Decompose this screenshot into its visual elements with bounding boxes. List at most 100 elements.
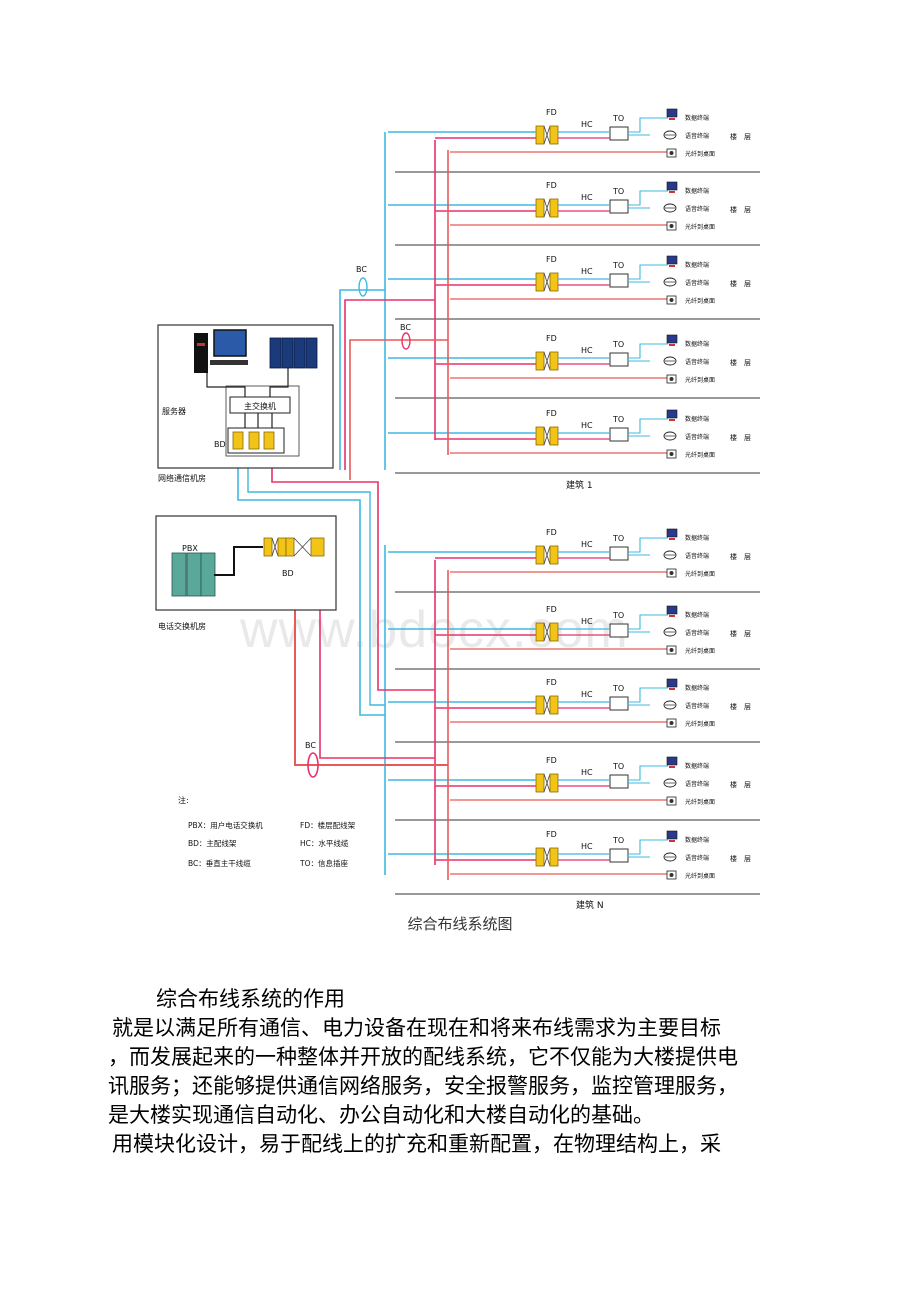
voice-terminal-label: 语音终端: [685, 702, 709, 710]
floor-label: 楼 层: [730, 358, 751, 367]
fd-panel: [535, 773, 559, 793]
main-switch-box: [229, 396, 291, 414]
bc-label: BC: [305, 741, 316, 750]
data-terminal-icon: [666, 108, 678, 121]
data-terminal-label: 数据终端: [685, 340, 709, 348]
rack-to-switch: [269, 368, 289, 397]
data-terminal-icon: [666, 678, 678, 691]
bc-label: BC: [356, 265, 367, 274]
fiber-desk-label: 光纤到桌面: [685, 297, 715, 305]
fiber-outlet-icon: [666, 568, 677, 578]
voice-terminal-icon: [663, 627, 677, 637]
voice-terminal-icon: [663, 852, 677, 862]
bc-label: BC: [400, 323, 411, 332]
voice-terminal-icon: [663, 130, 677, 140]
fd-panel: [535, 847, 559, 867]
fd-panel: [535, 125, 559, 145]
to-data-link: [628, 537, 668, 553]
fiber-outlet-icon: [666, 645, 677, 655]
to-outlet-box: [609, 774, 629, 789]
data-terminal-label: 数据终端: [685, 415, 709, 423]
data-terminal-label: 数据终端: [685, 836, 709, 844]
server-rack-unit: [293, 337, 306, 369]
hc-label: HC: [581, 267, 593, 276]
fiber-desk-label: 光纤到桌面: [685, 570, 715, 578]
server-rack-unit: [281, 337, 294, 369]
hc-label: HC: [581, 617, 593, 626]
pbx-unit: [200, 552, 216, 597]
switch-to-bd: [244, 413, 273, 428]
building-n-label: 建筑 N: [576, 899, 604, 911]
data-terminal-label: 数据终端: [685, 611, 709, 619]
fiber-outlet-icon: [666, 718, 677, 728]
voice-terminal-icon: [663, 778, 677, 788]
hc-label: HC: [581, 193, 593, 202]
bd-cross: [293, 537, 312, 557]
fiber-outlet-icon: [666, 870, 677, 880]
paragraph-line: 讯服务；还能够提供通信网络服务，安全报警服务，监控管理服务，: [108, 1074, 738, 1098]
data-terminal-icon: [666, 756, 678, 769]
fiber-outlet-icon: [666, 449, 677, 459]
voice-terminal-label: 语音终端: [685, 132, 709, 140]
fiber-desk-label: 光纤到桌面: [685, 872, 715, 880]
to-data-link: [628, 190, 668, 206]
switch-enclosure: [225, 385, 300, 457]
voice-terminal-icon: [663, 431, 677, 441]
data-terminal-icon: [666, 605, 678, 618]
bd-panel: [232, 431, 244, 450]
to-data-link: [628, 839, 668, 855]
fd-label: FD: [546, 108, 557, 117]
to-label: TO: [612, 534, 624, 543]
bc-data-to-building1: [339, 289, 385, 470]
fiber-desk-label: 光纤到桌面: [685, 720, 715, 728]
server-rack-unit: [305, 337, 318, 369]
voice-terminal-label: 语音终端: [685, 854, 709, 862]
bc-ring-1: [358, 277, 368, 297]
fiber-desk-label: 光纤到桌面: [685, 798, 715, 806]
hc-label: HC: [581, 346, 593, 355]
to-label: TO: [612, 261, 624, 270]
phone-room-label: 电话交换机房: [158, 621, 206, 631]
bc-voice-to-building1: [344, 299, 435, 470]
fiber-outlet-icon: [666, 221, 677, 231]
note-item: FD：楼层配线架: [300, 820, 356, 830]
server-label: 服务器: [162, 406, 186, 416]
paragraph-line: 是大楼实现通信自动化、办公自动化和大楼自动化的基础。: [108, 1103, 654, 1127]
note-item: HC：水平线缆: [300, 838, 349, 848]
fiber-desk-label: 光纤到桌面: [685, 451, 715, 459]
server-light: [197, 343, 205, 346]
fd-label: FD: [546, 605, 557, 614]
network-room-label: 网络通信机房: [158, 473, 206, 483]
bc-fiber-to-building1: [349, 339, 448, 480]
fd-label: FD: [546, 334, 557, 343]
floor-label: 楼 层: [730, 279, 751, 288]
to-data-link: [628, 765, 668, 781]
to-outlet-box: [609, 848, 629, 863]
bd-panel: [263, 431, 275, 450]
to-outlet-box: [609, 696, 629, 711]
to-outlet-box: [609, 623, 629, 638]
main-switch-label: 主交换机: [244, 401, 276, 411]
floor-label: 楼 层: [730, 205, 751, 214]
to-label: TO: [612, 684, 624, 693]
fd-label: FD: [546, 409, 557, 418]
to-label: TO: [612, 187, 624, 196]
bd-frame: [227, 427, 285, 454]
data-terminal-label: 数据终端: [685, 114, 709, 122]
voice-terminal-icon: [663, 277, 677, 287]
fd-label: FD: [546, 181, 557, 190]
section-heading: 综合布线系统的作用: [156, 987, 345, 1011]
hc-label: HC: [581, 768, 593, 777]
floor-label: 楼 层: [730, 629, 751, 638]
pbx-unit: [171, 552, 187, 597]
hc-label: HC: [581, 421, 593, 430]
voice-terminal-icon: [663, 356, 677, 366]
